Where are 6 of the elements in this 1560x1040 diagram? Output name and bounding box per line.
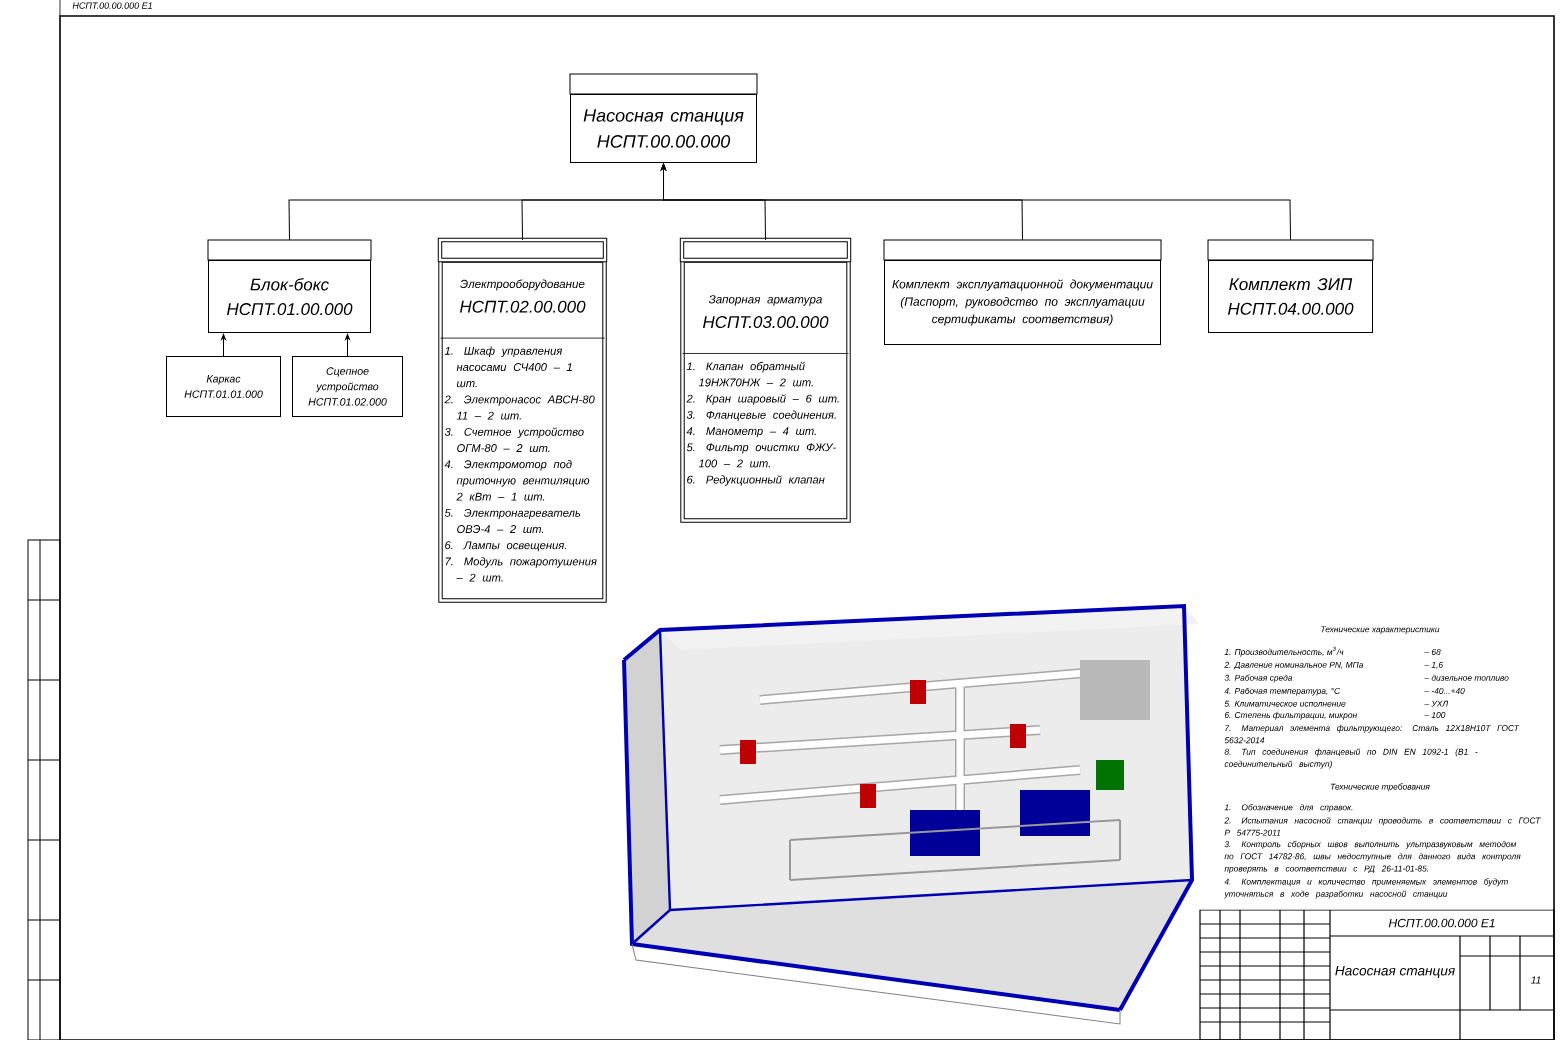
assembly-box: Блок-бокс НСПТ.01.00.000: [207, 239, 372, 333]
assembly-box: Насосная станция НСПТ.00.00.000: [569, 73, 758, 163]
connector-arrow: [345, 333, 350, 357]
connector-arrow: [661, 163, 1291, 241]
assembly-box: Комплект ЗИП НСПТ.04.00.000: [1207, 239, 1374, 333]
connector-arrow: [221, 333, 226, 357]
